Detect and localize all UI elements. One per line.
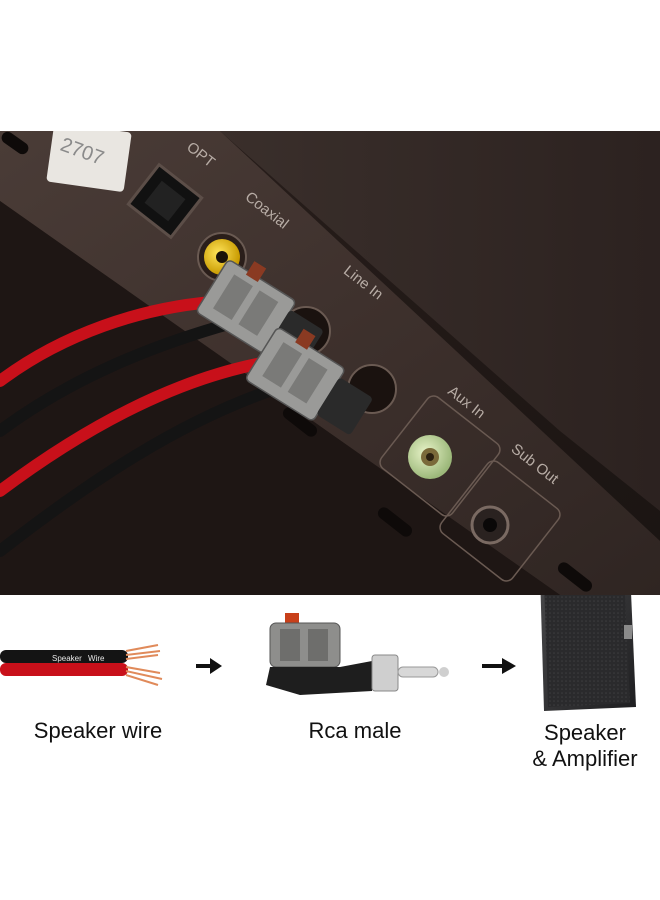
soundbar-photo: 2707 OPT Coaxial Line In Aux In Sub Out [0, 131, 660, 595]
pa-speaker-illustration [540, 595, 636, 711]
caption-speaker-line2: & Amplifier [532, 746, 638, 771]
speaker-wire-illustration: Speaker Wire [0, 644, 163, 686]
caption-speaker-wire: Speaker wire [33, 718, 163, 743]
caption-rca-male: Rca male [308, 718, 402, 743]
arrow-right-icon [196, 658, 222, 674]
connection-diagram: Speaker Wire [0, 595, 636, 711]
wire-print-wire: Wire [88, 654, 105, 663]
rca-male-illustration [266, 613, 449, 695]
wire-print-speaker: Speaker [52, 654, 82, 663]
caption-speaker-line1: Speaker [544, 720, 626, 745]
arrow-right-icon [482, 658, 516, 674]
